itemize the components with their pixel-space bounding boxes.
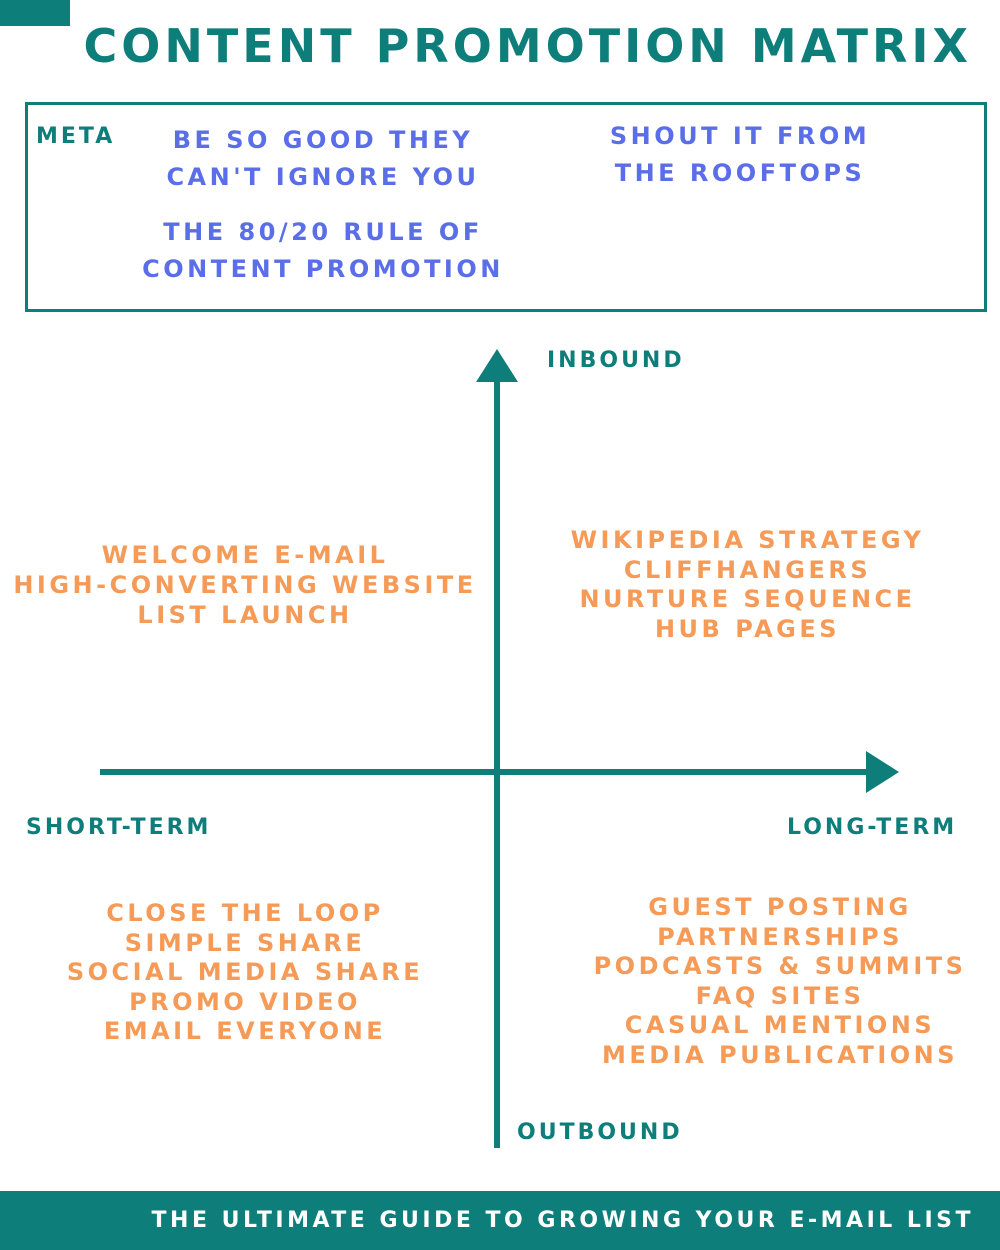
axis-label-long-term: LONG-TERM xyxy=(787,815,958,840)
quadrant-item: SIMPLE SHARE xyxy=(124,928,366,957)
quadrant-item: GUEST POSTING xyxy=(648,893,912,921)
footer-text: THE ULTIMATE GUIDE TO GROWING YOUR E-MAI… xyxy=(151,1208,974,1233)
quadrant-item: PROMO VIDEO xyxy=(129,987,361,1016)
right-arrow-icon xyxy=(866,751,899,793)
quadrant-item: FAQ SITES xyxy=(695,981,865,1010)
meta-link-80-20-rule[interactable]: THE 80/20 RULE OF CONTENT PROMOTION xyxy=(133,214,513,288)
corner-tab xyxy=(0,0,70,26)
quadrant-item: HIGH-CONVERTING WEBSITE xyxy=(13,571,477,599)
axis-label-short-term: SHORT-TERM xyxy=(26,815,212,840)
quadrant-item: CLIFFHANGERS xyxy=(623,555,872,584)
quadrant-item: CLOSE THE LOOP xyxy=(106,899,384,927)
quadrant-outbound-short-term: CLOSE THE LOOP SIMPLE SHARE SOCIAL MEDIA… xyxy=(20,899,470,1047)
quadrant-item: PARTNERSHIPS xyxy=(657,922,903,951)
quadrant-item: PODCASTS & SUMMITS xyxy=(593,952,967,980)
meta-link-line: CONTENT PROMOTION xyxy=(142,255,504,283)
meta-box xyxy=(25,102,987,312)
quadrant-item: NURTURE SEQUENCE xyxy=(579,585,916,613)
quadrant-item: LIST LAUNCH xyxy=(137,601,353,629)
up-arrow-icon xyxy=(476,349,518,382)
meta-label: META xyxy=(36,124,116,149)
quadrant-item: CASUAL MENTIONS xyxy=(624,1011,936,1039)
meta-link-line: CAN'T IGNORE YOU xyxy=(166,163,480,191)
quadrant-inbound-long-term: WIKIPEDIA STRATEGY CLIFFHANGERS NURTURE … xyxy=(520,526,975,644)
quadrant-item: WIKIPEDIA STRATEGY xyxy=(570,526,925,554)
footer-bar xyxy=(0,1191,1000,1250)
meta-link-shout-it[interactable]: SHOUT IT FROM THE ROOFTOPS xyxy=(600,118,880,192)
quadrant-item: WELCOME E-MAIL xyxy=(101,541,389,569)
quadrant-outbound-long-term: GUEST POSTING PARTNERSHIPS PODCASTS & SU… xyxy=(560,893,1000,1070)
quadrant-item: HUB PAGES xyxy=(654,614,841,643)
meta-link-line: THE 80/20 RULE OF xyxy=(163,218,483,246)
meta-link-be-so-good[interactable]: BE SO GOOD THEY CAN'T IGNORE YOU xyxy=(163,122,483,196)
axis-label-inbound: INBOUND xyxy=(547,348,685,373)
axis-label-outbound: OUTBOUND xyxy=(517,1120,683,1145)
meta-link-line: BE SO GOOD THEY xyxy=(172,126,474,154)
quadrant-item: SOCIAL MEDIA SHARE xyxy=(66,958,424,986)
page-title: Content Promotion Matrix xyxy=(83,19,972,73)
quadrant-inbound-short-term: WELCOME E-MAIL HIGH-CONVERTING WEBSITE L… xyxy=(10,540,480,630)
quadrant-item: MEDIA PUBLICATIONS xyxy=(601,1040,959,1069)
quadrant-item: EMAIL EVERYONE xyxy=(103,1017,387,1045)
meta-link-line: SHOUT IT FROM xyxy=(609,122,871,150)
meta-link-line: THE ROOFTOPS xyxy=(614,159,866,187)
